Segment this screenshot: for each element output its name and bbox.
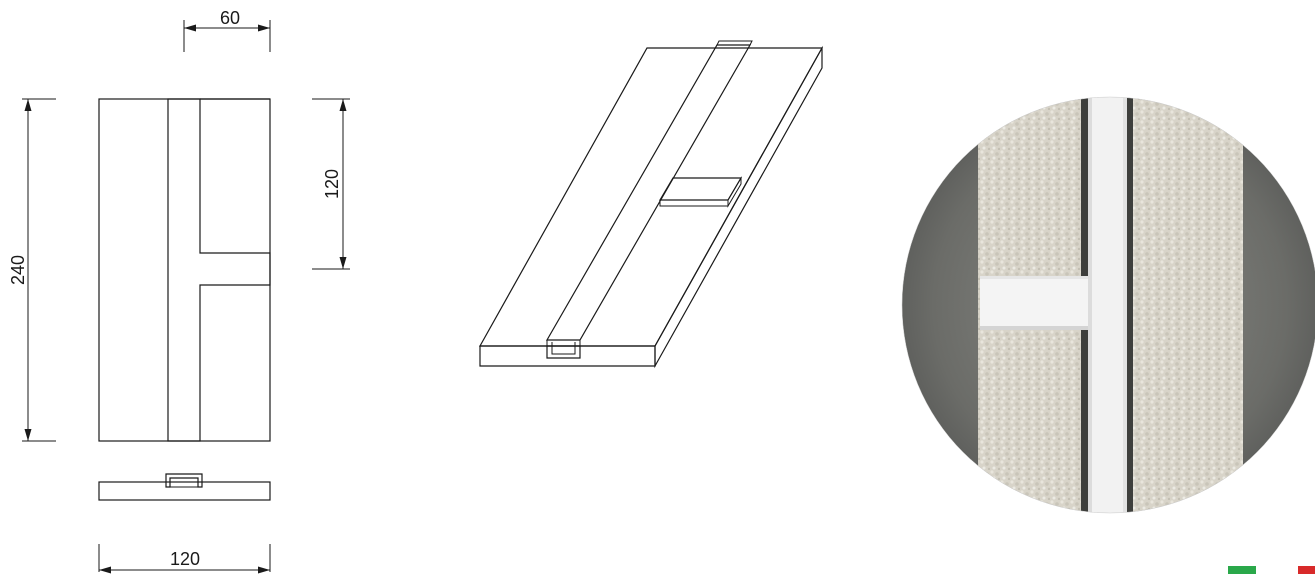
panel-outline bbox=[98, 98, 271, 442]
dim-label-120-horizontal: 120 bbox=[170, 549, 200, 569]
photo-profile-horizontal bbox=[980, 276, 1088, 330]
dimension-left-240: 240 bbox=[8, 98, 56, 442]
iso-panel-top bbox=[478, 47, 824, 347]
iso-panel-front bbox=[479, 345, 656, 367]
photo-profile-vertical bbox=[1088, 97, 1127, 513]
iso-profile-end bbox=[546, 340, 581, 359]
dim-label-60: 60 bbox=[220, 8, 240, 28]
dim-label-240: 240 bbox=[8, 255, 28, 285]
front-view bbox=[98, 98, 271, 442]
isometric-view bbox=[478, 40, 824, 369]
section-view bbox=[98, 473, 271, 501]
dimension-right-120: 120 bbox=[312, 98, 350, 270]
photo-panel-right bbox=[1133, 97, 1243, 513]
dim-label-120-vertical: 120 bbox=[322, 169, 342, 199]
iso-profile-cross bbox=[658, 177, 743, 201]
dimension-top-60: 60 bbox=[183, 8, 271, 52]
iso-panel-side bbox=[654, 45, 823, 369]
iso-profile-long bbox=[545, 44, 752, 341]
section-profile bbox=[165, 473, 203, 488]
dimension-bottom-120: 120 bbox=[98, 544, 271, 574]
product-photo bbox=[902, 97, 1315, 513]
t-profile-hatched bbox=[167, 98, 271, 442]
section-panel bbox=[98, 481, 271, 501]
italy-flag-icon bbox=[1228, 566, 1315, 574]
